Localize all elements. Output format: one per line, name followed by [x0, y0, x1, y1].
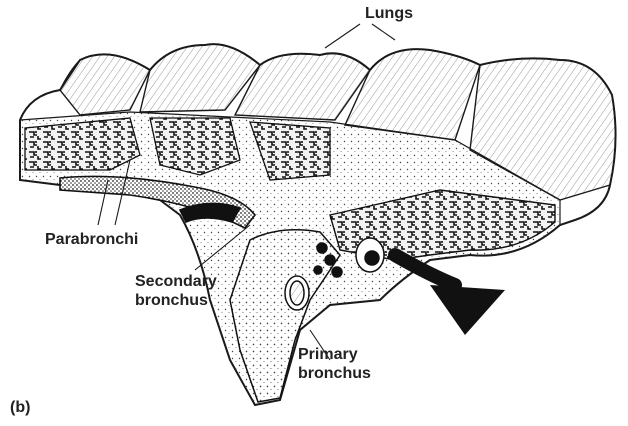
- panel-label: (b): [10, 398, 30, 417]
- primary-bronchus-label: Primary bronchus: [298, 345, 371, 383]
- lungs-text: Lungs: [365, 4, 413, 23]
- lungs-label: Lungs: [365, 4, 413, 23]
- airflow-arrow: [395, 255, 505, 335]
- primary-line1: Primary: [298, 345, 371, 364]
- secondary-line2: bronchus: [135, 291, 217, 310]
- primary-line2: bronchus: [298, 364, 371, 383]
- parabronchi-text: Parabronchi: [45, 230, 138, 249]
- panel-text: (b): [10, 398, 30, 417]
- secondary-line1: Secondary: [135, 272, 217, 291]
- secondary-bronchus-label: Secondary bronchus: [135, 272, 217, 310]
- parabronchi-label: Parabronchi: [45, 230, 138, 249]
